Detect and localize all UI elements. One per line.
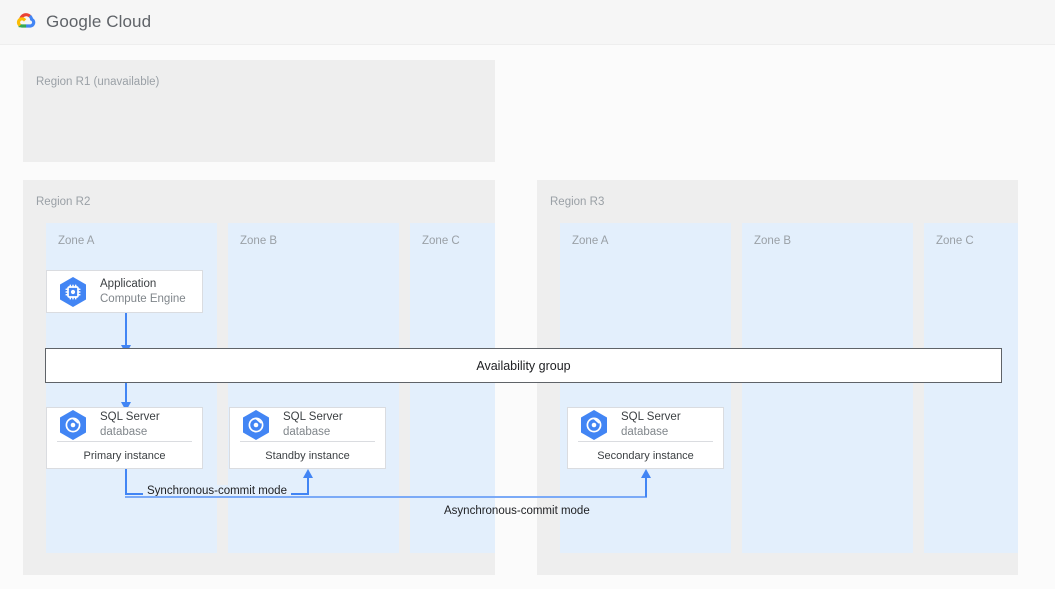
sql-server-database-icon	[56, 408, 90, 442]
region-r2-zone-b: Zone B	[228, 223, 399, 553]
node-secondary-db-subtitle: database	[621, 425, 669, 438]
connector-application-to-availability-group	[125, 312, 127, 348]
region-r2-label: Region R2	[36, 196, 91, 208]
region-r3-zone-c-label: Zone C	[936, 235, 974, 247]
connector-availability-group-to-primary	[125, 383, 127, 411]
sql-server-database-icon	[239, 408, 273, 442]
connector-arrow-standby-up-icon	[303, 469, 313, 478]
node-standby-db-divider	[240, 441, 375, 442]
compute-engine-icon	[56, 275, 90, 309]
node-secondary-db-footer: Secondary instance	[597, 450, 694, 462]
availability-group-label: Availability group	[476, 358, 571, 373]
google-cloud-logo-icon	[13, 11, 39, 33]
region-r2-zone-c: Zone C	[410, 223, 495, 553]
node-secondary-db[interactable]: SQL Server database Secondary instance	[567, 407, 724, 469]
connector-arrow-secondary-up-icon	[641, 469, 651, 478]
sql-server-database-icon	[577, 408, 611, 442]
connector-sync-vertical-from-primary	[125, 469, 127, 495]
node-standby-db-subtitle: database	[283, 425, 331, 438]
architecture-diagram-canvas: Region R1 (unavailable) Region R2 Zone A…	[0, 45, 1055, 589]
region-r3-zone-a-label: Zone A	[572, 235, 609, 247]
region-r2-zone-b-label: Zone B	[240, 235, 278, 247]
google-cloud-wordmark: Google Cloud	[46, 12, 152, 31]
connector-label-sync-commit: Synchronous-commit mode	[143, 485, 291, 497]
node-application-subtitle: Compute Engine	[100, 292, 186, 305]
connector-arrow-primary-down-icon	[121, 402, 131, 411]
node-standby-db-title: SQL Server	[283, 411, 343, 424]
node-primary-db-divider	[57, 441, 192, 442]
region-r2-zone-a-label: Zone A	[58, 235, 95, 247]
node-primary-db-title: SQL Server	[100, 411, 160, 424]
node-standby-db[interactable]: SQL Server database Standby instance	[229, 407, 386, 469]
region-r1-label: Region R1 (unavailable)	[36, 76, 160, 88]
node-secondary-db-divider	[578, 441, 713, 442]
node-application[interactable]: Application Compute Engine	[46, 270, 203, 313]
region-r2-zone-c-label: Zone C	[422, 235, 460, 247]
region-r3-zone-b: Zone B	[742, 223, 913, 553]
connector-async-horizontal	[125, 496, 647, 498]
node-secondary-db-title: SQL Server	[621, 411, 681, 424]
node-standby-db-footer: Standby instance	[265, 450, 350, 462]
region-r3-zone-c: Zone C	[924, 223, 1018, 553]
connector-label-async-commit: Asynchronous-commit mode	[444, 505, 590, 517]
connector-async-vertical-to-secondary	[645, 477, 647, 497]
node-primary-db-subtitle: database	[100, 425, 148, 438]
connector-sync-vertical-to-standby	[307, 477, 309, 495]
availability-group-bar: Availability group	[45, 348, 1002, 383]
region-r3-zone-a: Zone A	[560, 223, 731, 553]
node-primary-db-footer: Primary instance	[83, 450, 166, 462]
region-r1: Region R1 (unavailable)	[23, 60, 495, 162]
node-application-title: Application	[100, 278, 157, 291]
app-header: Google Cloud	[0, 0, 1055, 45]
node-primary-db[interactable]: SQL Server database Primary instance	[46, 407, 203, 469]
region-r3-zone-b-label: Zone B	[754, 235, 792, 247]
region-r3-label: Region R3	[550, 196, 605, 208]
